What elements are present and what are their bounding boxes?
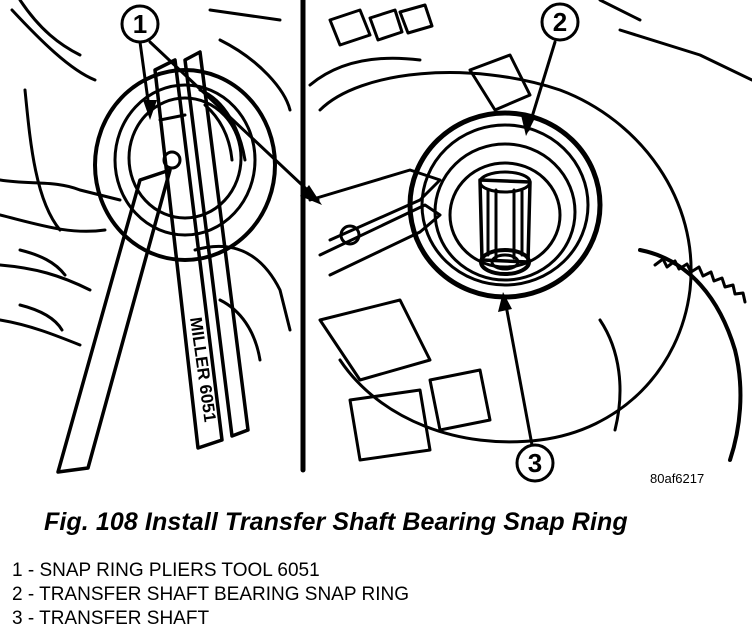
callout-legend: 1 - SNAP RING PLIERS TOOL 6051 2 - TRANS…	[12, 559, 409, 631]
callout-label-2: 2	[553, 7, 567, 37]
arrowheads	[143, 100, 535, 312]
callout-label-3: 3	[528, 448, 542, 478]
left-panel-view	[0, 0, 292, 474]
diagram-illustration: 1 2 3 MILLER 6051 80af6217	[0, 0, 752, 486]
callout-circle-3	[515, 443, 555, 483]
legend-item: 3 - TRANSFER SHAFT	[12, 608, 210, 629]
callout-circle-1	[120, 4, 160, 44]
image-id-label: 80af6217	[650, 471, 704, 486]
legend-item: 2 - TRANSFER SHAFT BEARING SNAP RING	[12, 584, 409, 605]
figure-caption: Fig. 108 Install Transfer Shaft Bearing …	[44, 508, 628, 536]
right-panel-view	[308, 0, 752, 462]
legend-item: 1 - SNAP RING PLIERS TOOL 6051	[12, 560, 320, 581]
callout-label-1: 1	[133, 9, 147, 39]
callout-circle-2	[540, 2, 580, 42]
